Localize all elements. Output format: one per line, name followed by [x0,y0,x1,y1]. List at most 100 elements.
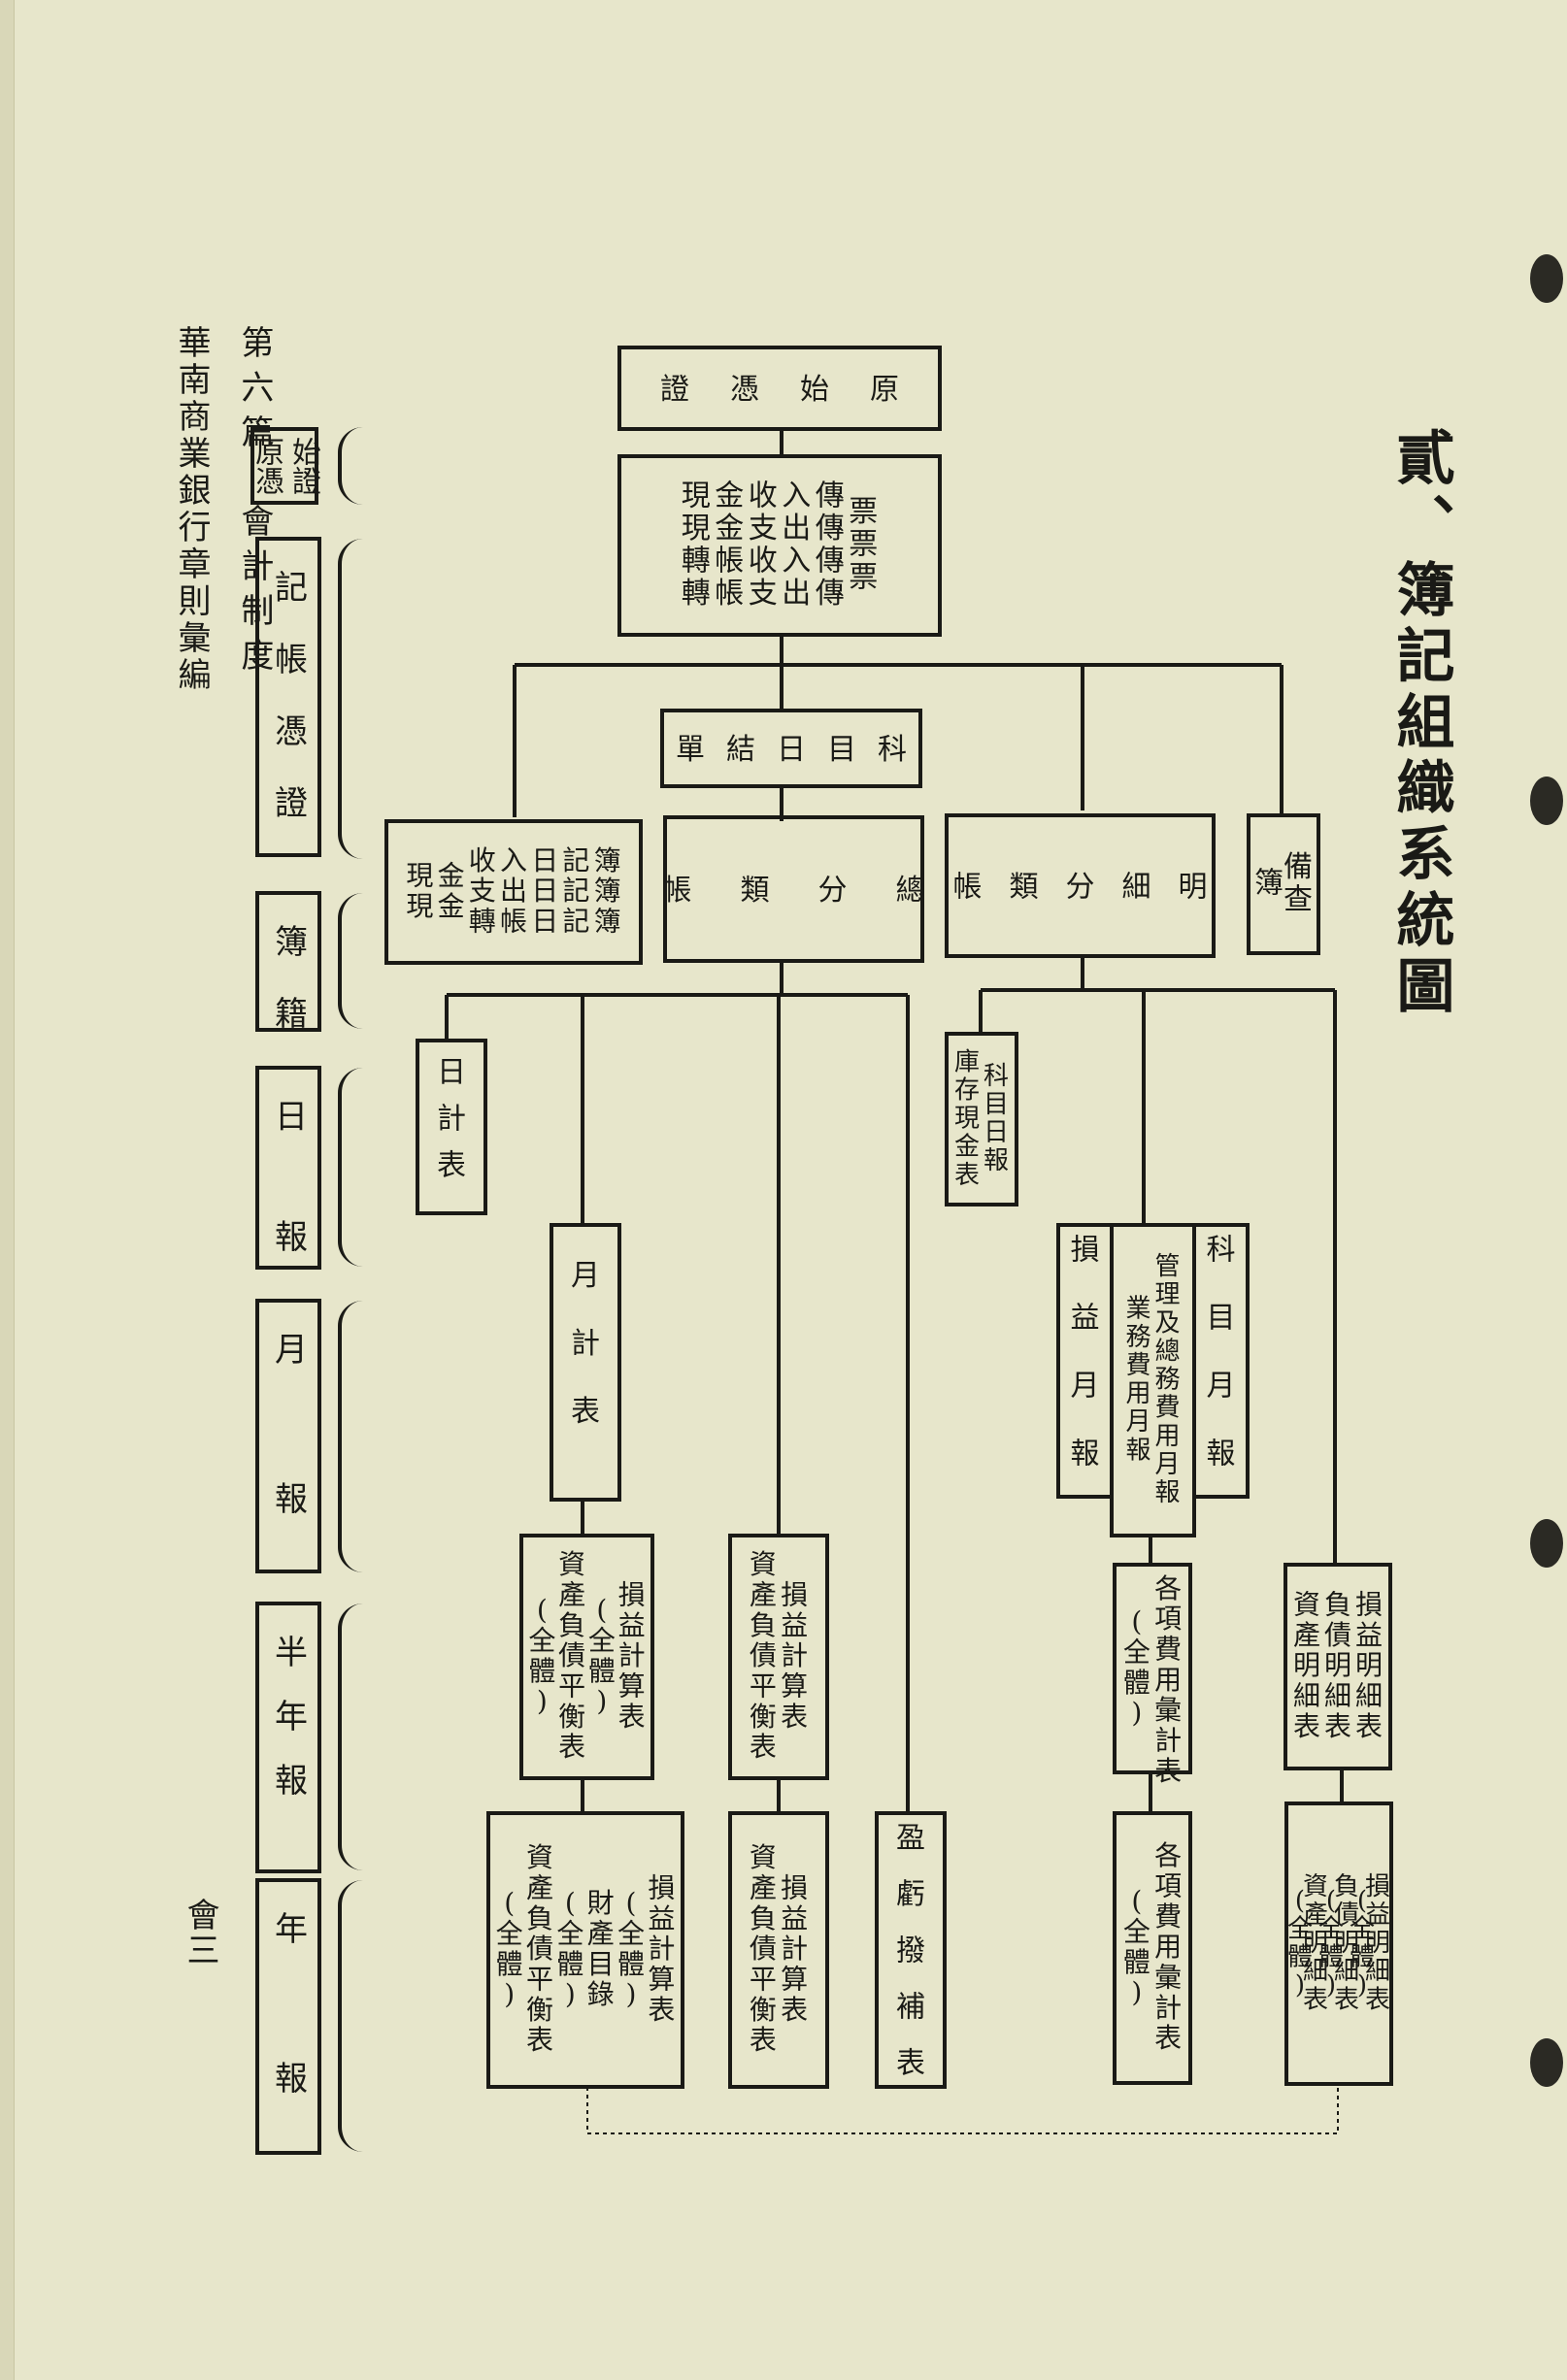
box-char: 負 [1334,1872,1359,1901]
box-char: 始 [800,373,829,407]
box-char: 收 [749,479,778,512]
box-char: 轉 [682,577,711,611]
box-char: 理 [1154,1280,1180,1309]
box-char: 帳 [715,577,744,611]
box-char: 現 [682,512,711,545]
box-char: 憑 [730,373,759,407]
box-char: 目 [827,733,856,767]
box-char: 類 [1010,870,1039,904]
box-char: 平 [750,1669,777,1702]
box-char: 細 [1355,1679,1383,1711]
box-char: 科 [984,1062,1009,1091]
box-char: 報 [984,1146,1009,1175]
box-char: 報 [1154,1478,1180,1507]
box-char: 表 [1365,1985,1390,2014]
box-char: 計 [618,1639,646,1671]
box-char: 表 [1154,2022,1182,2054]
box-char: ) [565,1978,576,2010]
box-char: ( [596,1594,607,1626]
box-char: 產 [558,1578,585,1610]
box-char: 支 [749,512,778,545]
box-char: 簿 [594,875,621,907]
box-char: 記 [562,844,589,876]
box-char: 算 [781,1669,808,1702]
page-edge [0,0,15,2380]
book-title: 華南商業銀行章則彙編 [172,325,211,694]
box-char: 明 [1334,1929,1359,1958]
box-char: 業 [1126,1295,1151,1324]
box-char: ) [1131,1976,1142,2008]
box-char: 資 [558,1548,585,1580]
box-char: 用 [1154,1422,1180,1451]
box-char: 體 [1350,1943,1375,1972]
box-char: 月 [1207,1370,1236,1404]
box-char: 補 [896,1991,925,2025]
box-char: 體 [588,1655,616,1687]
box-char: 查 [1284,883,1313,917]
box-char: 表 [750,2024,777,2056]
box-char: 表 [954,1161,980,1190]
box-char: 損 [1355,1588,1383,1620]
box-char: 債 [1334,1901,1359,1930]
box-char: 產 [750,1578,777,1610]
box-char: 損 [781,1578,808,1610]
box-subject-daily: 單結日目科 [660,709,922,788]
box-char: 日 [531,875,558,907]
bracket [338,427,363,505]
box-char: ( [537,1594,548,1626]
box-char: 算 [781,1963,808,1995]
box-char: 表 [750,1731,777,1763]
box-char: 日 [984,1118,1009,1147]
box-char: 全 [1318,1914,1344,1943]
box-char: 日 [531,905,558,937]
box-char: 平 [526,1963,553,1995]
bracket [338,1880,363,2152]
box-char: 出 [782,512,811,545]
box-char: 計 [781,1933,808,1965]
box-char: ( [1131,1885,1142,1917]
box-char: 盈 [896,1822,925,1856]
box-char: 帳 [953,870,983,904]
box-char: 表 [1154,1755,1182,1787]
box-char: 益 [1355,1619,1383,1651]
box-char: 傳 [816,545,845,578]
box-char: 帳 [500,905,527,937]
box-char: 表 [1355,1710,1383,1742]
box-char: 產 [587,1917,615,1949]
box-char: 原 [870,373,899,407]
box-char: 簿 [594,844,621,876]
box-char: 損 [781,1871,808,1903]
box-char: 入 [500,844,527,876]
box-char: 現 [682,479,711,512]
box-char: 表 [781,1701,808,1733]
box-char: 金 [438,859,465,891]
bracket [338,1068,363,1267]
box-char: 益 [1071,1302,1100,1336]
box-char: 全 [528,1624,555,1656]
box-char: 總 [1154,1337,1180,1366]
box-char: 傳 [816,512,845,545]
box-char: 資 [526,1841,553,1873]
box-char: 出 [782,577,811,611]
box-char: 損 [1071,1234,1100,1268]
box-char: 收 [469,844,496,876]
box-char: 項 [1154,1603,1182,1635]
box-char: ( [626,1887,637,1919]
box-char: 益 [1365,1901,1390,1930]
side-label-original-vouchers: 始證 原憑 [250,427,320,505]
box-daily-table: 日計表 [416,1039,487,1215]
box-char: 日 [531,844,558,876]
side-label-semiannual-report: 半年報 [255,1602,321,1873]
box-char: 衡 [750,1994,777,2026]
box-char: 報 [1071,1438,1100,1471]
box-char: 彙 [1154,1961,1182,1993]
